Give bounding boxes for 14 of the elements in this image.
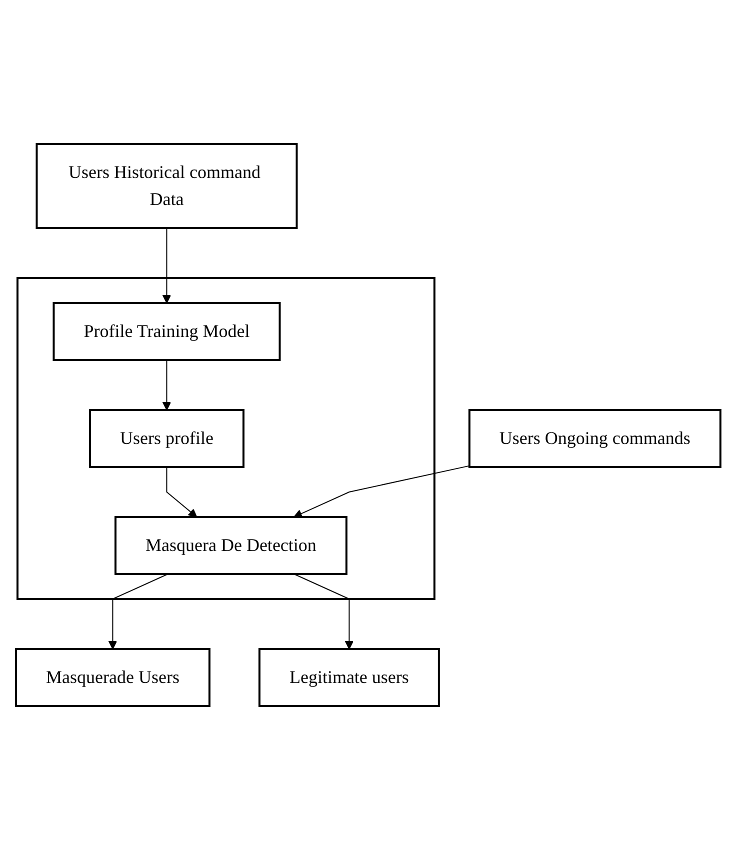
arrow (293, 574, 354, 650)
cluster (16, 277, 436, 600)
node-box: Legitimate users (258, 648, 440, 707)
node-box: Masquerade Users (14, 648, 210, 707)
arrow (166, 466, 197, 518)
node-box: Users profile (88, 409, 244, 468)
arrow (162, 228, 171, 304)
arrow (293, 465, 470, 518)
arrow (162, 360, 171, 410)
node-box: Users Historical command Data (36, 143, 298, 229)
node-box: Profile Training Model (52, 302, 281, 361)
node-box: Masquera De Detection (114, 516, 348, 575)
node-box: Users Ongoing commands (468, 409, 722, 468)
arrow (108, 574, 168, 650)
